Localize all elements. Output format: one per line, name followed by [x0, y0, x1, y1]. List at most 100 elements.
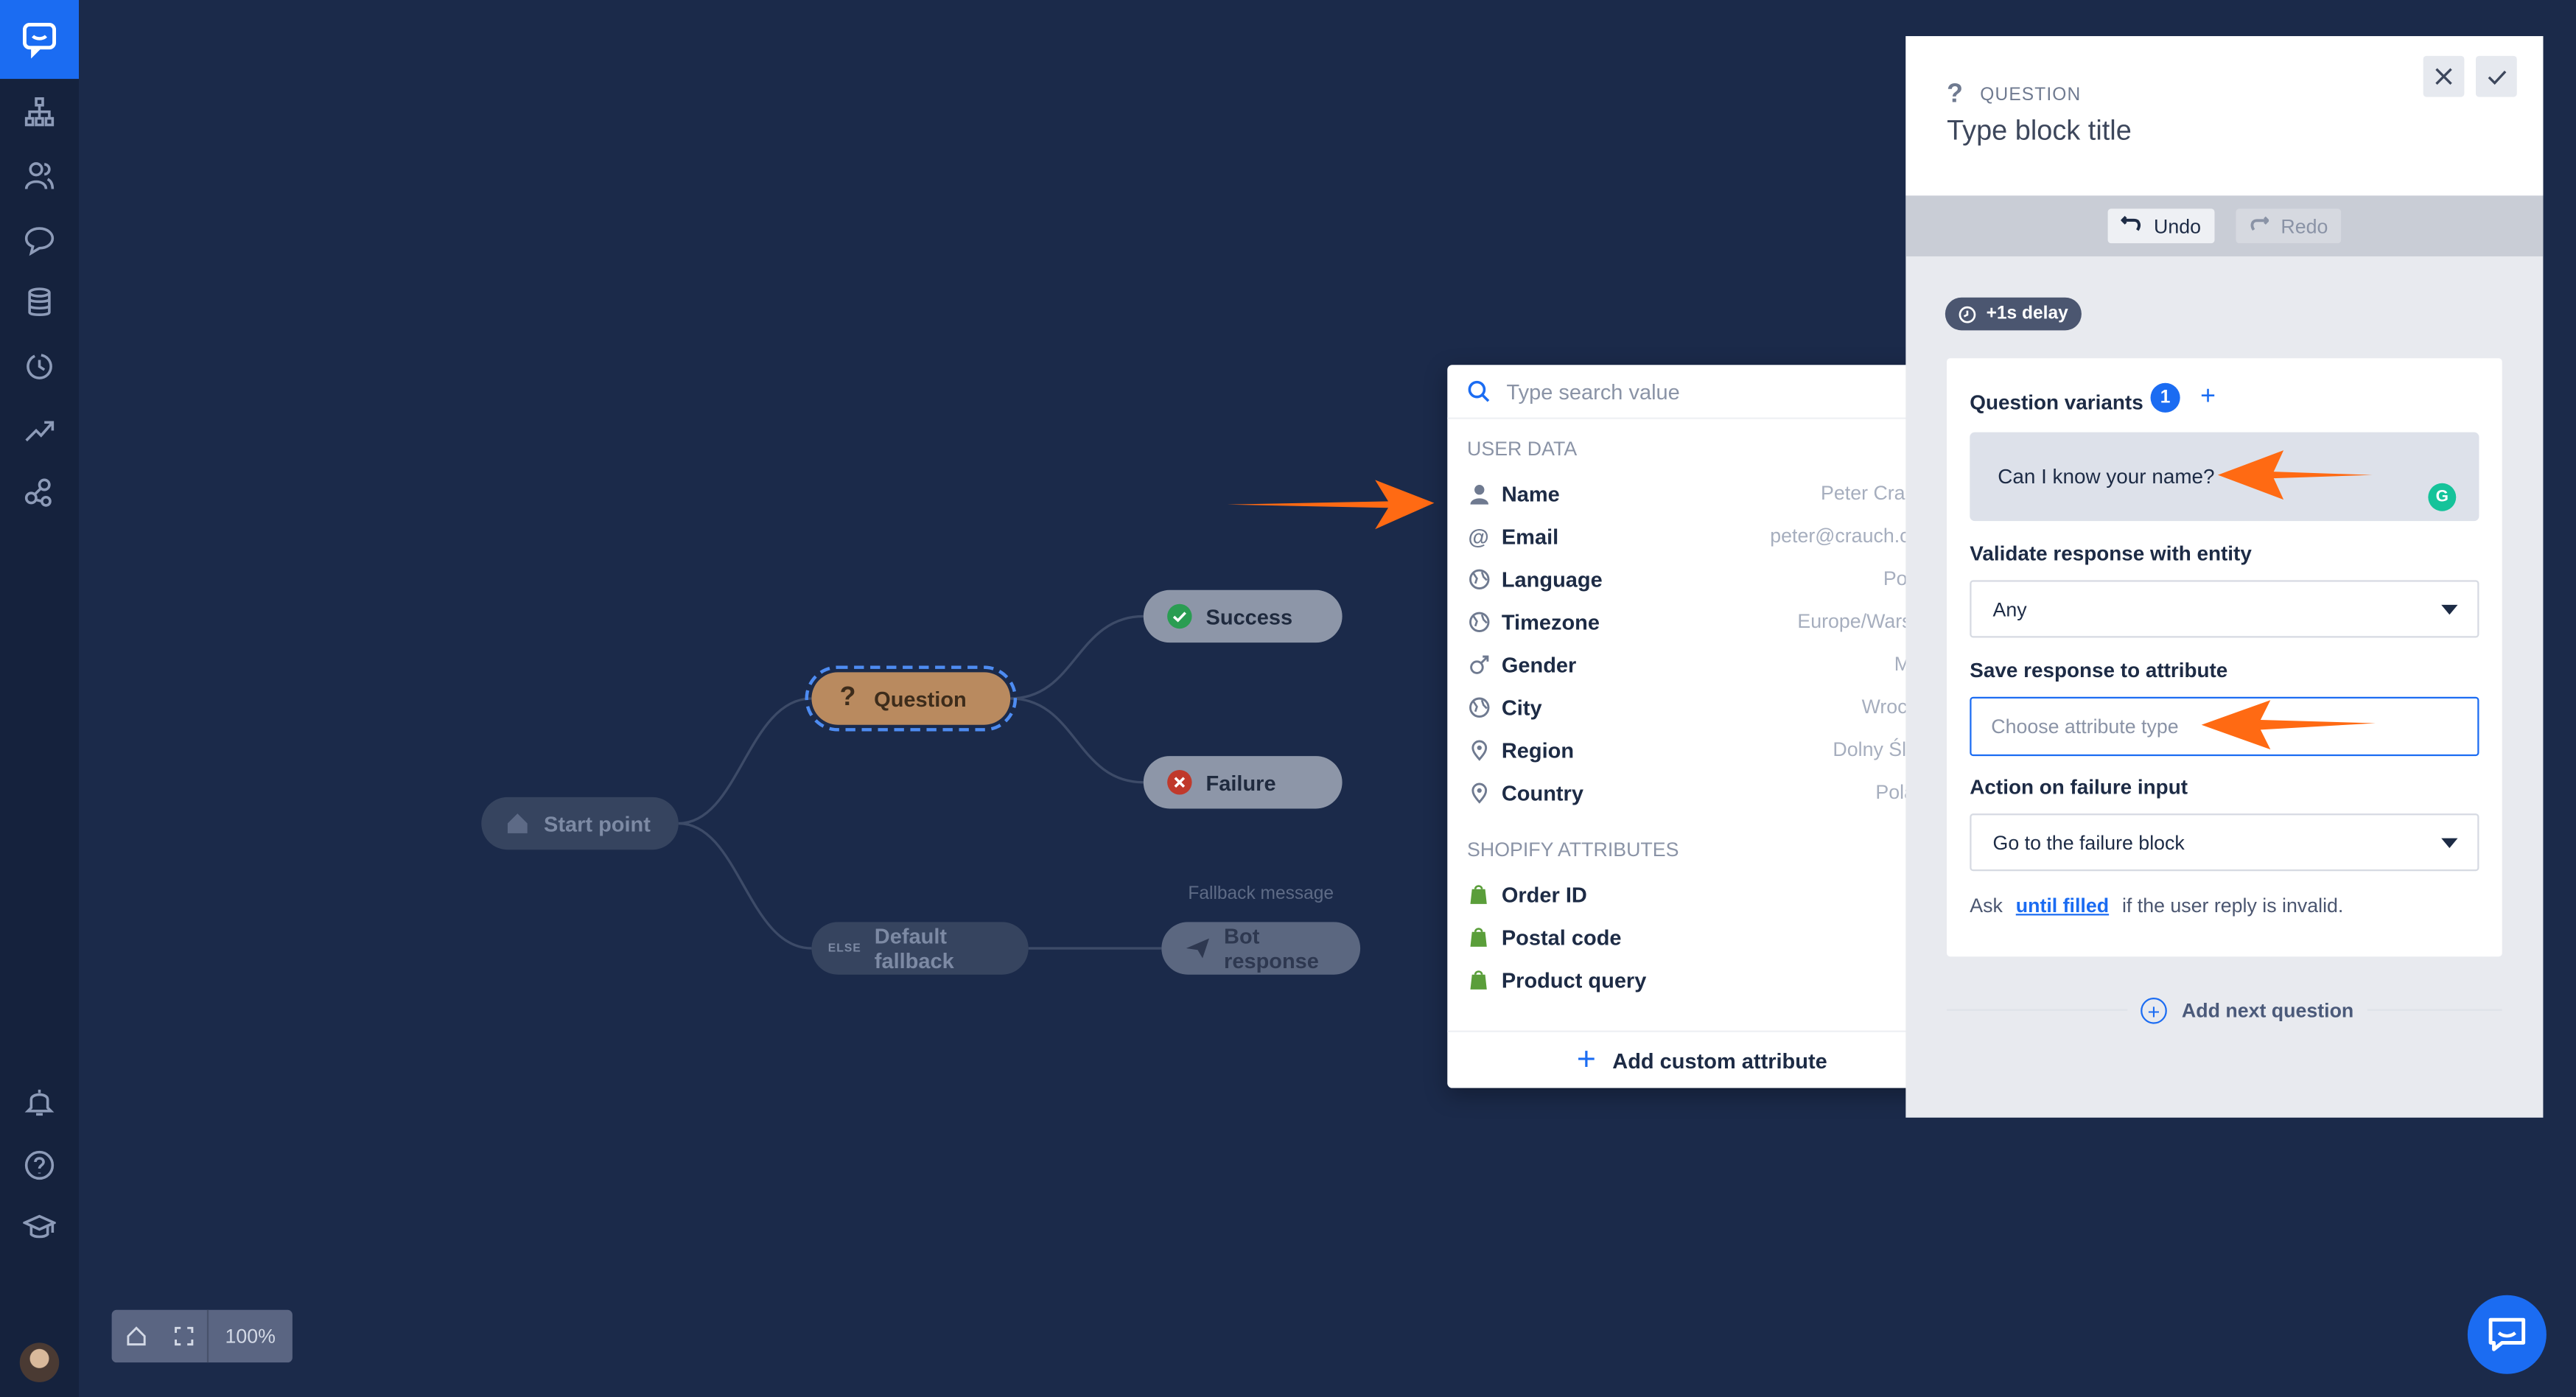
add-custom-attribute-button[interactable]: + Add custom attribute — [1447, 1030, 1957, 1088]
clock-icon — [1959, 305, 1976, 323]
attribute-item-email[interactable]: @ Email peter@crauch.com — [1447, 514, 1956, 557]
bot-response-node[interactable]: Bot response — [1161, 922, 1361, 975]
delay-badge[interactable]: +1s delay — [1945, 297, 2082, 331]
attribute-label: Order ID — [1501, 881, 1587, 907]
failure-action-value: Go to the failure block — [1992, 830, 2185, 854]
attribute-label: Timezone — [1501, 609, 1600, 634]
until-filled-link[interactable]: until filled — [2015, 894, 2110, 917]
home-view-button[interactable] — [112, 1310, 161, 1362]
failure-node-label: Failure — [1205, 770, 1276, 795]
search-icon — [1468, 380, 1490, 402]
search-input[interactable] — [1506, 379, 1934, 404]
chat-logo-icon[interactable] — [0, 0, 80, 80]
else-tag: ELSE — [827, 942, 861, 954]
annotation-arrow-variant — [2217, 450, 2373, 500]
validate-entity-select[interactable]: Any — [1970, 580, 2479, 638]
grammarly-icon[interactable]: G — [2428, 483, 2457, 511]
default-fallback-label: Default fallback — [874, 923, 954, 973]
default-fallback-node[interactable]: ELSE Default fallback — [811, 922, 1029, 975]
zoom-level[interactable]: 100% — [225, 1324, 276, 1348]
clock-icon[interactable] — [20, 347, 60, 387]
failure-node[interactable]: Failure — [1143, 756, 1343, 809]
failure-action-select[interactable]: Go to the failure block — [1970, 813, 2479, 872]
ask-suffix: if the user reply is invalid. — [2121, 894, 2344, 917]
question-mark-icon: ? — [839, 683, 856, 712]
bot-response-label: Bot response — [1224, 923, 1319, 973]
attribute-item-gender[interactable]: Gender Male — [1447, 643, 1956, 685]
failure-action-label: Action on failure input — [1970, 775, 2188, 799]
confirm-button[interactable] — [2476, 55, 2517, 97]
chevron-down-icon — [2441, 604, 2458, 615]
graduation-cap-icon[interactable] — [20, 1208, 60, 1247]
attribute-item-timezone[interactable]: Timezone Europe/Warsaw — [1447, 600, 1956, 643]
attribute-item-product-query[interactable]: Product query — [1447, 958, 1956, 1001]
shopify-icon — [1467, 968, 1490, 991]
block-type-label: QUESTION — [1980, 85, 2082, 105]
fallback-caption: Fallback message — [1188, 884, 1334, 904]
question-editor-panel: ? QUESTION Type block title Undo Redo — [1905, 36, 2544, 1118]
undo-button[interactable]: Undo — [2107, 209, 2215, 244]
attribute-label: Gender — [1501, 651, 1577, 676]
expand-icon — [175, 1326, 194, 1346]
attribute-item-language[interactable]: Language Polish — [1447, 557, 1956, 600]
database-icon[interactable] — [20, 283, 60, 323]
redo-label: Redo — [2281, 214, 2328, 238]
paper-plane-icon — [1185, 935, 1211, 962]
add-variant-button[interactable]: + — [2191, 381, 2225, 414]
undo-icon — [2121, 216, 2141, 231]
question-circle-icon[interactable] — [20, 1146, 60, 1186]
attribute-label: Language — [1501, 566, 1603, 591]
attribute-item-city[interactable]: City Wroclaw — [1447, 685, 1956, 728]
sidebar — [0, 0, 80, 1397]
question-mark-icon: ? — [1947, 80, 1964, 109]
attribute-item-postal-code[interactable]: Postal code — [1447, 915, 1956, 958]
check-circle-icon — [1166, 603, 1193, 630]
ask-prefix: Ask — [1970, 894, 2003, 917]
pin-icon — [1467, 738, 1490, 761]
question-variant-input[interactable]: Can I know your name? G — [1970, 432, 2479, 522]
attribute-item-region[interactable]: Region Dolny Śląsk — [1447, 728, 1956, 771]
undo-label: Undo — [2154, 214, 2201, 238]
question-node[interactable]: ? Question — [805, 665, 1018, 732]
sitemap-icon[interactable] — [20, 92, 60, 132]
block-title[interactable]: Type block title — [1947, 115, 2132, 147]
success-node[interactable]: Success — [1143, 589, 1343, 643]
users-icon[interactable] — [20, 156, 60, 196]
variants-count-badge: 1 — [2150, 382, 2180, 413]
support-chat-button[interactable] — [2467, 1295, 2547, 1374]
start-point-label: Start point — [543, 810, 651, 836]
trend-icon[interactable] — [20, 411, 60, 451]
add-custom-attribute-label: Add custom attribute — [1612, 1048, 1827, 1073]
attribute-item-order-id[interactable]: Order ID — [1447, 872, 1956, 915]
attribute-dropdown: USER DATA Name Peter Crauch @ Email pete… — [1447, 365, 1957, 1088]
attribute-item-country[interactable]: Country Poland — [1447, 771, 1956, 813]
redo-icon — [2250, 216, 2269, 231]
pin-icon — [1467, 781, 1490, 804]
save-attribute-label: Save response to attribute — [1970, 659, 2228, 682]
attribute-item-name[interactable]: Name Peter Crauch — [1447, 472, 1956, 514]
fit-screen-button[interactable] — [161, 1310, 207, 1362]
home-icon — [504, 810, 531, 837]
redo-button[interactable]: Redo — [2236, 209, 2342, 244]
nodes-icon[interactable] — [20, 473, 60, 513]
plus-circle-icon: + — [2141, 997, 2167, 1024]
attribute-type-input[interactable] — [1970, 696, 2479, 757]
bell-icon[interactable] — [20, 1082, 60, 1121]
shopify-icon — [1467, 883, 1490, 906]
start-point-node[interactable]: Start point — [481, 796, 679, 850]
add-next-question-label: Add next question — [2181, 999, 2354, 1023]
close-button[interactable] — [2423, 55, 2465, 97]
validate-label: Validate response with entity — [1970, 542, 2252, 566]
chat-icon — [2488, 1317, 2526, 1351]
chat-bubble-icon[interactable] — [20, 220, 60, 260]
undo-redo-toolbar: Undo Redo — [1905, 195, 2544, 256]
shopify-icon — [1467, 925, 1490, 948]
home-icon — [127, 1326, 146, 1346]
x-circle-icon — [1166, 769, 1193, 796]
add-next-question-button[interactable]: + Add next question — [2127, 997, 2367, 1024]
shopify-heading: SHOPIFY ATTRIBUTES — [1467, 838, 1679, 861]
globe-icon — [1467, 696, 1490, 718]
zoom-controls: 100% — [111, 1309, 293, 1363]
panel-header: ? QUESTION Type block title — [1905, 36, 2544, 196]
avatar[interactable] — [19, 1342, 60, 1382]
